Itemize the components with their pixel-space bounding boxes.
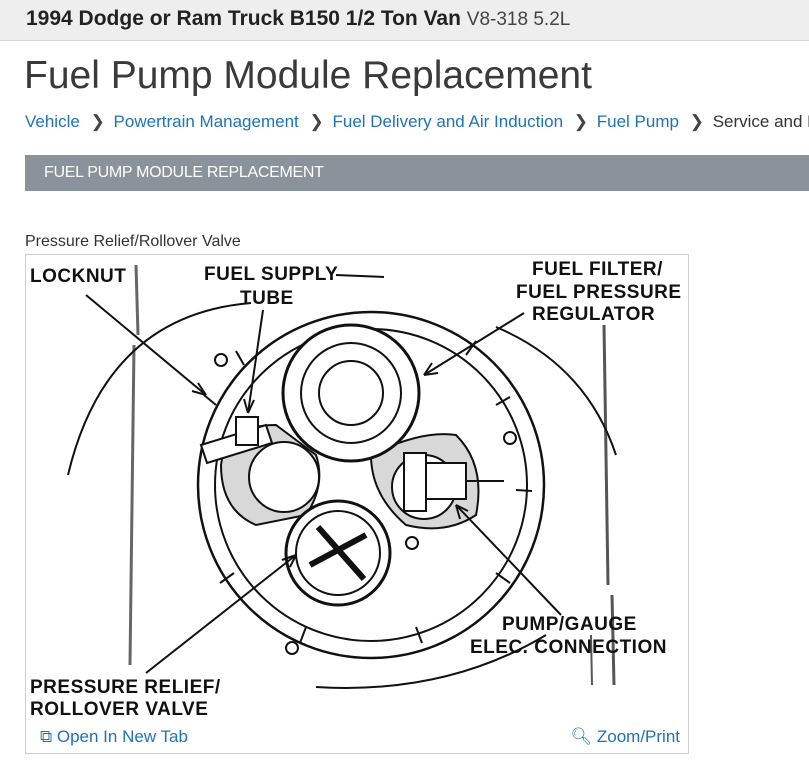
chevron-right-icon: ❯ <box>309 112 324 131</box>
tank-wall-right <box>602 324 616 686</box>
section-title: FUEL PUMP MODULE REPLACEMENT <box>44 164 324 181</box>
leader-lines <box>85 274 562 674</box>
label-pump-gauge: PUMP/GAUGE <box>502 614 637 635</box>
fuel-filter-regulator <box>281 323 421 463</box>
chevron-right-icon: ❯ <box>90 112 105 131</box>
chevron-right-icon: ❯ <box>689 112 704 131</box>
label-fuel-supply: FUEL SUPPLY <box>204 264 338 285</box>
open-tab-icon: ⧉ <box>40 727 53 746</box>
figure-caption: Pressure Relief/Rollover Valve <box>25 233 241 250</box>
label-regulator: REGULATOR <box>532 304 655 325</box>
tank-arc-lower <box>315 634 547 689</box>
breadcrumb-fuel-pump[interactable]: Fuel Pump <box>596 112 679 131</box>
vehicle-title: 1994 Dodge or Ram Truck B150 1/2 Ton Van… <box>26 7 570 31</box>
breadcrumb: Vehicle ❯ Powertrain Management ❯ Fuel D… <box>25 112 809 132</box>
breadcrumb-current: Service and Rep <box>712 112 809 131</box>
label-fuel-supply-tube: TUBE <box>240 288 294 309</box>
outer-flange <box>196 310 546 660</box>
breadcrumb-powertrain[interactable]: Powertrain Management <box>113 112 299 131</box>
bolt-hole <box>285 641 299 655</box>
label-locknut: LOCKNUT <box>30 266 126 287</box>
tank-arc-upper-right <box>495 326 617 456</box>
label-elec-connection: ELEC. CONNECTION <box>470 637 667 658</box>
zoom-print-label: Zoom/Print <box>596 727 680 746</box>
tank-arc-upper-left <box>67 302 252 476</box>
locknut-tabs <box>203 340 533 644</box>
section-header: FUEL PUMP MODULE REPLACEMENT <box>25 155 809 191</box>
chevron-right-icon: ❯ <box>573 112 589 131</box>
figure-footer: ⧉ Open In New Tab 🔍︎ Zoom/Print <box>26 721 688 753</box>
vehicle-name: 1994 Dodge or Ram Truck B150 1/2 Ton Van <box>26 7 461 30</box>
bolt-hole <box>214 353 228 367</box>
breadcrumb-fuel-delivery[interactable]: Fuel Delivery and Air Induction <box>332 112 564 131</box>
open-in-new-tab-link[interactable]: ⧉ Open In New Tab <box>40 727 188 747</box>
page-title: Fuel Pump Module Replacement <box>24 54 592 97</box>
tank-wall-left <box>128 264 140 666</box>
electrical-connector <box>403 452 427 512</box>
top-bar: 1994 Dodge or Ram Truck B150 1/2 Ton Van… <box>0 0 809 41</box>
label-fuel-filter: FUEL FILTER/ <box>532 259 663 280</box>
label-rollover-valve: ROLLOVER VALVE <box>30 699 208 720</box>
open-tab-label: Open In New Tab <box>56 727 188 746</box>
figure-panel: LOCKNUT FUEL SUPPLY TUBE FUEL FILTER/ FU… <box>25 254 689 754</box>
zoom-print-link[interactable]: 🔍︎ Zoom/Print <box>571 727 680 747</box>
label-fuel-pressure: FUEL PRESSURE <box>516 282 682 303</box>
label-pressure-relief: PRESSURE RELIEF/ <box>30 677 221 698</box>
breadcrumb-vehicle[interactable]: Vehicle <box>25 112 80 131</box>
bolt-hole <box>503 431 517 445</box>
engine-spec: V8-318 5.2L <box>466 9 571 30</box>
magnifier-icon: 🔍︎ <box>570 727 593 746</box>
bolt-hole <box>405 536 419 550</box>
fuel-pump-module-diagram[interactable]: LOCKNUT FUEL SUPPLY TUBE FUEL FILTER/ FU… <box>26 255 688 721</box>
